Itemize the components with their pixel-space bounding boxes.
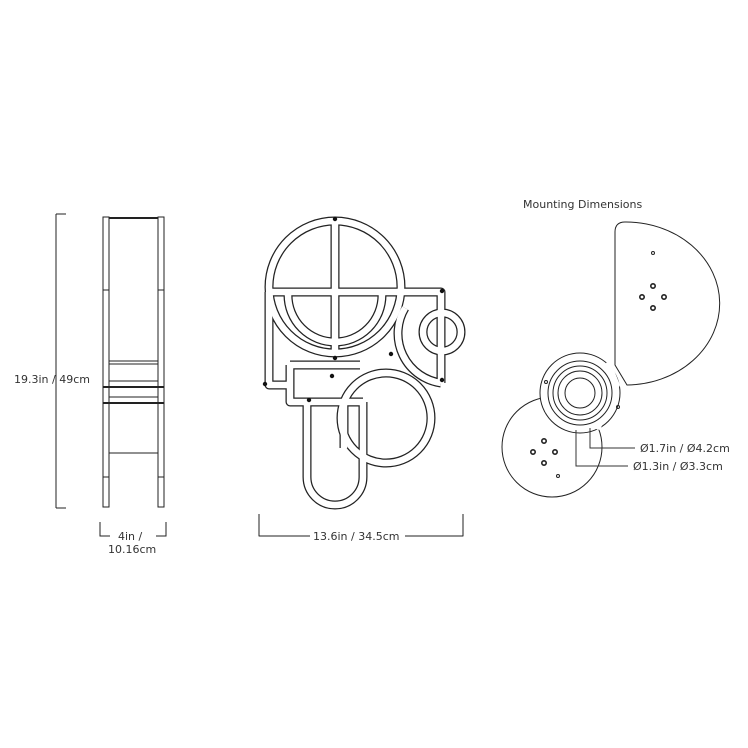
width-dimension-label-line2: 10.16cm: [108, 543, 157, 556]
center-hole: [564, 377, 596, 409]
width-dimension-label-line1: 4in /: [118, 530, 143, 543]
front-view: [258, 216, 466, 537]
width-dimension-bracket: [99, 522, 167, 537]
mounting-dimensions-title: Mounting Dimensions: [523, 198, 643, 211]
front-width-dimension-label: 13.6in / 34.5cm: [313, 530, 400, 543]
diameter-leader-lines: [575, 428, 635, 467]
mounting-plate: [501, 221, 721, 498]
height-dimension-label: 19.3in / 49cm: [14, 373, 90, 386]
side-view: [55, 213, 167, 537]
height-dimension-bracket: [55, 213, 66, 509]
outer-diameter-label: Ø1.7in / Ø4.2cm: [640, 442, 730, 455]
inner-diameter-label: Ø1.3in / Ø3.3cm: [633, 460, 723, 473]
width-dimension-bracket: [258, 514, 464, 537]
